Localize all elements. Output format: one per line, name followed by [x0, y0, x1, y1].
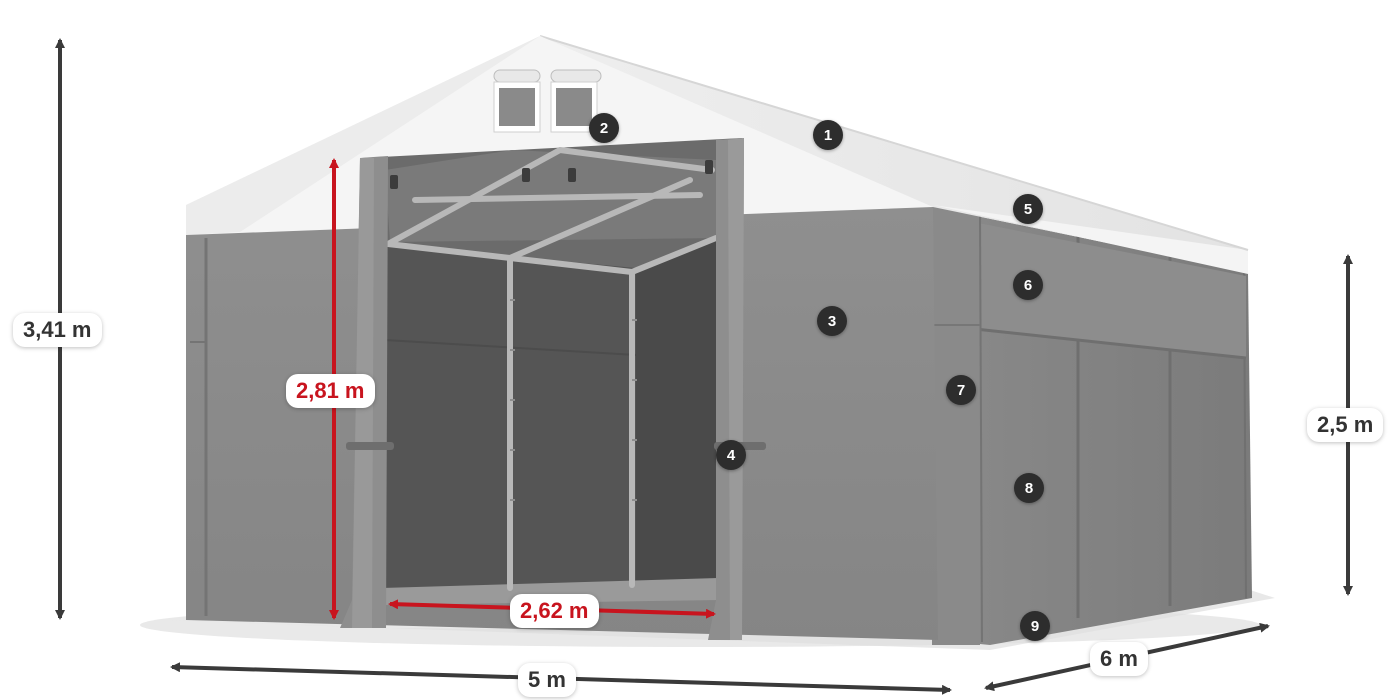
- marker-7: 7: [946, 375, 976, 405]
- side-wall: [932, 207, 1252, 645]
- gable-windows: [493, 69, 602, 133]
- side-roof: [539, 35, 1249, 274]
- side-height-label: 2,5 m: [1307, 408, 1384, 442]
- width-label: 5 m: [518, 663, 576, 697]
- door-opening: [362, 138, 742, 605]
- marker-5: 5: [1013, 194, 1043, 224]
- door-height-label: 2,81 m: [286, 374, 375, 408]
- marker-2: 2: [589, 113, 619, 143]
- marker-1: 1: [813, 120, 843, 150]
- door-width-label: 2,62 m: [510, 594, 599, 628]
- height-total-label: 3,41 m: [13, 313, 102, 347]
- marker-9: 9: [1020, 611, 1050, 641]
- marker-3: 3: [817, 306, 847, 336]
- depth-label: 6 m: [1090, 642, 1148, 676]
- marker-6: 6: [1013, 270, 1043, 300]
- door-curtains: [340, 138, 766, 640]
- marker-8: 8: [1014, 473, 1044, 503]
- marker-4: 4: [716, 440, 746, 470]
